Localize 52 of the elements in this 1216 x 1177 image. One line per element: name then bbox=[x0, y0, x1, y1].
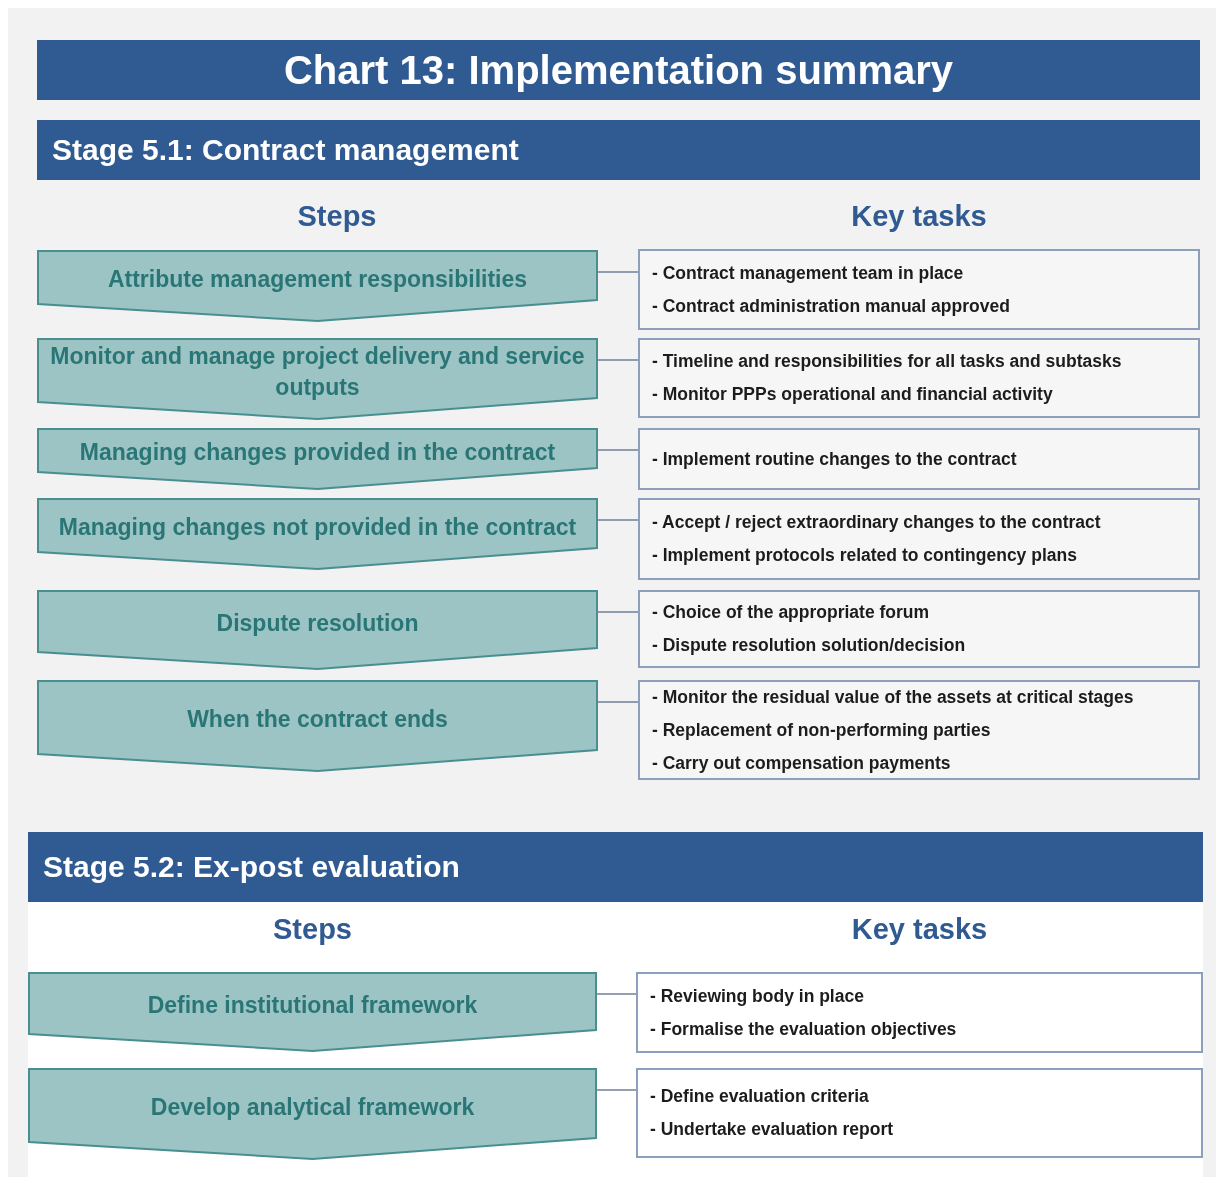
column-heading: Steps bbox=[272, 913, 353, 946]
step-box bbox=[37, 250, 598, 322]
step-text: Managing changes provided in the contract bbox=[78, 437, 557, 467]
step-text: Dispute resolution bbox=[215, 608, 420, 638]
task-text: - Implement protocols related to contingency plans bbox=[652, 544, 1078, 567]
step-text: When the contract ends bbox=[186, 704, 449, 734]
connector-line bbox=[596, 1089, 637, 1091]
connector-line bbox=[597, 611, 639, 613]
step-box bbox=[37, 428, 598, 490]
task-text: - Contract administration manual approved bbox=[652, 294, 1011, 318]
task-text: - Formalise the evaluation objectives bbox=[650, 1017, 958, 1041]
connector-line bbox=[596, 993, 637, 995]
task-box bbox=[638, 590, 1200, 668]
column-heading: Key tasks bbox=[850, 200, 988, 233]
task-text: - Choice of the appropriate forum bbox=[652, 601, 931, 624]
step-text: Managing changes not provided in the contract bbox=[57, 512, 578, 542]
task-box bbox=[636, 1068, 1203, 1158]
connector-line bbox=[597, 359, 639, 361]
task-box bbox=[638, 498, 1200, 580]
task-text: - Implement routine changes to the contract bbox=[652, 447, 1018, 471]
task-text: - Replacement of non-performing parties bbox=[652, 718, 992, 742]
title-banner: Chart 13: Implementation summary bbox=[37, 40, 1200, 100]
step-box bbox=[28, 1068, 597, 1160]
connector-line bbox=[597, 519, 639, 521]
task-text: - Monitor the residual value of the assets at critical stages bbox=[652, 685, 1135, 709]
task-box bbox=[638, 680, 1200, 780]
step-text: Monitor and manage project delivery and service outputs bbox=[49, 342, 586, 402]
step-text: Define institutional framework bbox=[146, 990, 479, 1020]
task-text: - Monitor PPPs operational and financial activity bbox=[652, 383, 1054, 406]
step-box bbox=[37, 498, 598, 570]
step-text: Attribute management responsibilities bbox=[106, 264, 529, 294]
task-text: - Dispute resolution solution/decision bbox=[652, 634, 967, 657]
task-box bbox=[638, 338, 1200, 418]
task-text: - Reviewing body in place bbox=[650, 984, 865, 1008]
task-box bbox=[638, 249, 1200, 330]
task-text: - Contract management team in place bbox=[652, 261, 965, 285]
step-text: Develop analytical framework bbox=[149, 1092, 476, 1122]
task-box bbox=[636, 972, 1203, 1053]
connector-line bbox=[597, 271, 639, 273]
stage-banner: Stage 5.2: Ex-post evaluation bbox=[28, 832, 1203, 902]
task-box bbox=[638, 428, 1200, 490]
step-box bbox=[37, 680, 598, 772]
connector-line bbox=[597, 449, 639, 451]
column-heading: Steps bbox=[296, 200, 378, 233]
task-text: - Timeline and responsibilities for all tasks and subtasks bbox=[652, 350, 1123, 373]
column-heading: Key tasks bbox=[850, 913, 989, 946]
task-text: - Define evaluation criteria bbox=[650, 1085, 870, 1108]
task-text: - Undertake evaluation report bbox=[650, 1118, 895, 1141]
connector-line bbox=[597, 701, 639, 703]
task-text: - Accept / reject extraordinary changes to the contract bbox=[652, 511, 1102, 534]
stage-banner: Stage 5.1: Contract management bbox=[37, 120, 1200, 180]
task-text: - Carry out compensation payments bbox=[652, 751, 952, 775]
